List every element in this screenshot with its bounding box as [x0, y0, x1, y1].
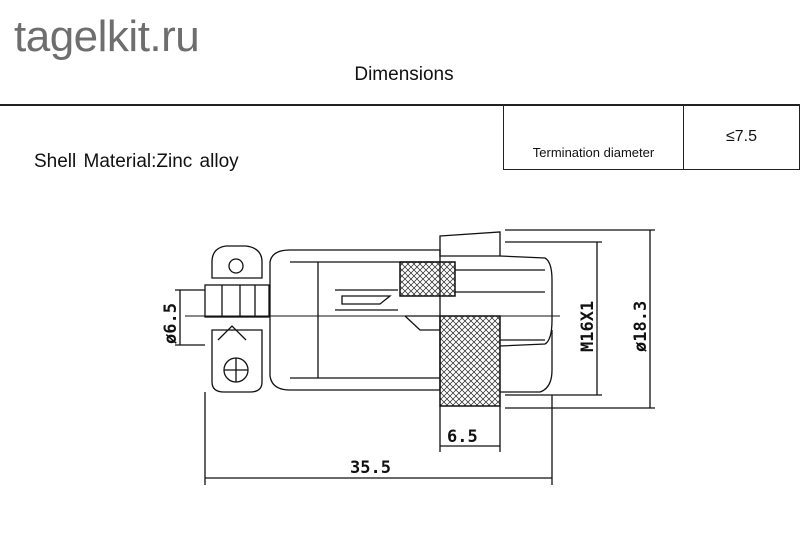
cable-diameter-dimension: [175, 289, 205, 346]
flange-length-dimension: [439, 406, 501, 452]
section-title: Dimensions: [354, 64, 454, 85]
cable-diameter-label: ø6.5: [161, 303, 181, 344]
total-length-dimension: [204, 392, 553, 485]
flange-length-label: 6.5: [447, 427, 478, 447]
divider-line: [0, 104, 800, 106]
thread-label: M16X1: [578, 301, 598, 352]
thread-dimension: [505, 241, 602, 396]
total-length-label: 35.5: [350, 458, 391, 478]
termination-label: Termination diameter: [504, 105, 684, 169]
outer-diameter-label: ø18.3: [631, 301, 651, 352]
termination-value: ≤7.5: [725, 128, 758, 145]
shell-material-text: Shell Material:Zinc alloy: [34, 151, 239, 172]
watermark-text: tagelkit.ru: [14, 12, 200, 61]
coupling-nut-shape: [399, 231, 553, 407]
cable-clamp-shape: [204, 245, 270, 393]
connector-body-shape: [269, 249, 441, 391]
outer-diameter-dimension: [505, 229, 655, 409]
